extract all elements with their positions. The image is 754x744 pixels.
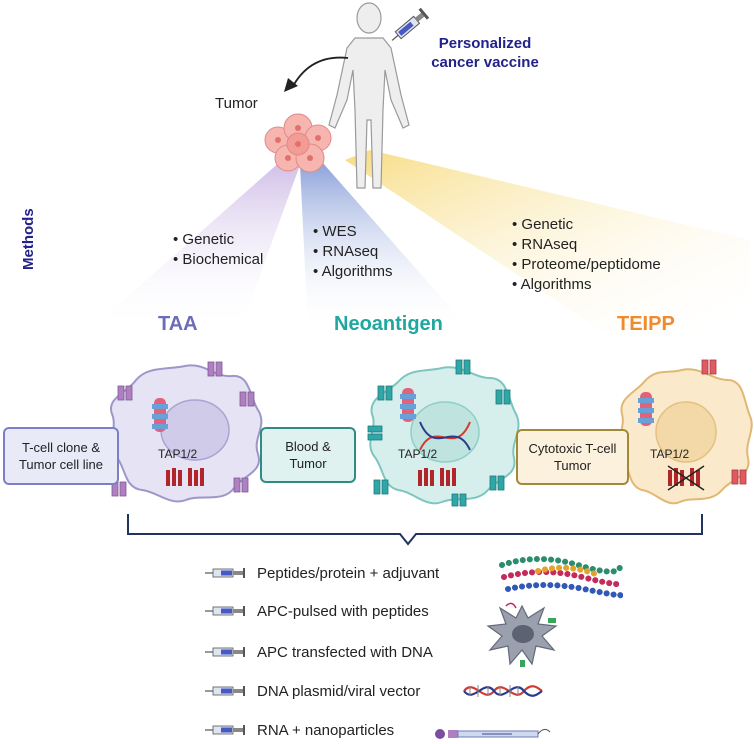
tap-transporter-icon — [418, 468, 456, 486]
taa-methods-list: Genetic Biochemical — [173, 230, 263, 270]
tumor-label: Tumor — [215, 95, 258, 112]
neo-methods-list: WES RNAseq Algorithms — [313, 222, 393, 282]
vaccine-row: Peptides/protein + adjuvant — [205, 562, 439, 584]
neo-source-line1: Blood & — [285, 439, 331, 454]
vaccine-label: Personalized cancer vaccine — [425, 34, 545, 72]
neo-tap-label: TAP1/2 — [398, 447, 438, 461]
receptor-icons — [701, 359, 747, 485]
vaccine-row: APC-pulsed with peptides — [205, 600, 429, 622]
syringe-icon — [391, 7, 430, 41]
syringe-icon — [205, 725, 245, 735]
vaccine-row: RNA + nanoparticles — [205, 719, 394, 741]
teipp-tap-label: TAP1/2 — [650, 447, 690, 461]
tap-transporter-icon — [166, 468, 204, 486]
mhc-icon — [400, 388, 416, 422]
neoantigen-cell — [367, 359, 520, 507]
receptor-icons — [367, 359, 511, 507]
tumor-icon — [264, 113, 332, 173]
neoantigen-title: Neoantigen — [334, 313, 443, 335]
taa-source-line1: T-cell clone & — [21, 440, 101, 455]
vaccine-label: APC transfected with DNA — [257, 643, 433, 661]
taa-cell — [109, 361, 263, 503]
vaccine-row: DNA plasmid/viral vector — [205, 680, 420, 702]
vaccine-label: RNA + nanoparticles — [257, 721, 395, 739]
dna-helix-icon — [463, 685, 543, 697]
teipp-method-item: Genetic — [512, 215, 661, 235]
taa-tap-label: TAP1/2 — [158, 447, 198, 461]
taa-method-item: Biochemical — [173, 250, 263, 270]
teipp-method-item: RNAseq — [512, 235, 661, 255]
apc-cell-icon — [486, 602, 558, 667]
rna-nanoparticle-icon — [435, 728, 551, 739]
vaccine-row: APC transfected with DNA — [205, 641, 433, 663]
tap-transporter-icon — [668, 468, 700, 486]
neo-source-box: Blood & Tumor — [260, 427, 356, 483]
teipp-source-line2: Tumor — [553, 458, 592, 473]
mhc-icon — [152, 398, 168, 432]
teipp-methods-list: Genetic RNAseq Proteome/peptidome Algori… — [512, 215, 661, 295]
syringe-icon — [205, 568, 245, 578]
taa-source-line2: Tumor cell line — [18, 457, 104, 472]
tumor-arrow — [284, 56, 349, 92]
syringe-icon — [205, 606, 245, 616]
receptor-icons — [111, 361, 255, 497]
vaccine-label: Peptides/protein + adjuvant — [257, 564, 440, 582]
vaccine-label: APC-pulsed with peptides — [257, 602, 429, 620]
taa-source-box: T-cell clone & Tumor cell line — [3, 427, 119, 485]
taa-title: TAA — [158, 313, 198, 335]
mhc-icon — [638, 392, 654, 426]
neo-method-item: Algorithms — [313, 262, 393, 282]
bracket — [127, 514, 703, 546]
syringe-icon — [205, 686, 245, 696]
teipp-cell — [618, 359, 753, 505]
methods-title: Methods — [20, 208, 37, 270]
syringe-icon — [205, 647, 245, 657]
vaccine-label-line1: Personalized — [438, 35, 532, 52]
human-figure — [328, 2, 410, 189]
teipp-source-line1: Cytotoxic T-cell — [528, 441, 617, 456]
teipp-title: TEIPP — [617, 313, 675, 335]
peptide-chains-icon — [499, 556, 623, 599]
neo-method-item: WES — [313, 222, 392, 242]
vaccine-label: DNA plasmid/viral vector — [257, 682, 421, 700]
taa-method-item: Genetic — [173, 230, 263, 250]
teipp-method-item: Proteome/peptidome — [512, 255, 660, 275]
neo-source-line2: Tumor — [289, 456, 327, 471]
teipp-method-item: Algorithms — [512, 275, 661, 295]
vaccine-label-line2: cancer vaccine — [431, 54, 539, 71]
tap-blocked-icon — [667, 465, 705, 491]
teipp-source-box: Cytotoxic T-cell Tumor — [516, 429, 629, 485]
neo-method-item: RNAseq — [313, 242, 392, 262]
